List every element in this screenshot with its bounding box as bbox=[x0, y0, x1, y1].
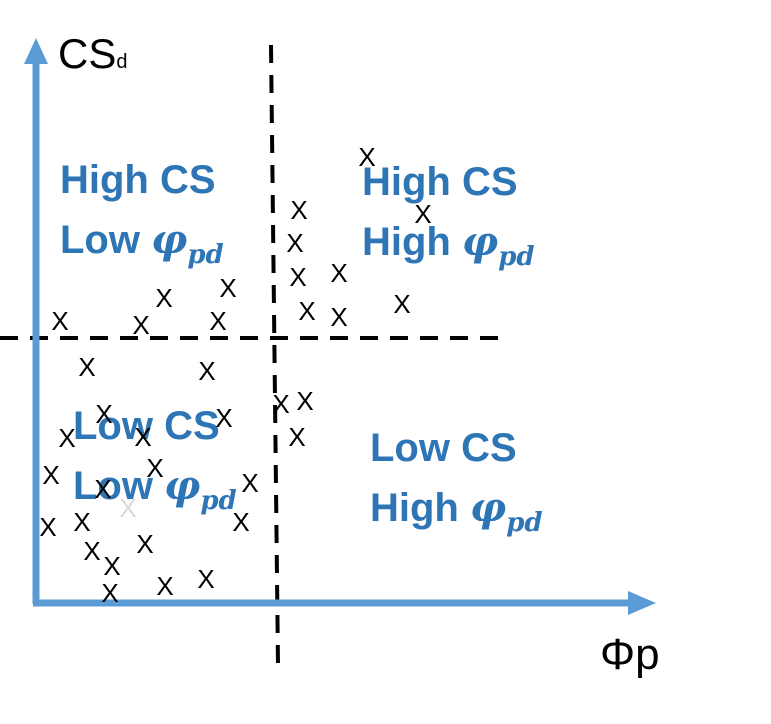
quadrant-top-right-line2: High φpd bbox=[362, 212, 535, 287]
x-marker: X bbox=[83, 536, 101, 566]
quadrant-bottom-right-line2: High φpd bbox=[370, 478, 543, 553]
x-marker: X bbox=[209, 306, 227, 336]
phi-subscript: pd bbox=[200, 486, 237, 516]
quadrant-bottom-left-line2: Low φpd bbox=[73, 456, 237, 531]
x-marker: X bbox=[78, 352, 96, 382]
x-marker: X bbox=[330, 302, 348, 332]
quadrant-bottom-right-label: Low CS High φpd bbox=[370, 418, 543, 553]
x-marker: X bbox=[39, 512, 57, 542]
x-marker: X bbox=[146, 453, 164, 483]
x-marker: X bbox=[289, 262, 307, 292]
x-marker: X bbox=[414, 199, 432, 229]
x-marker: X bbox=[219, 273, 237, 303]
x-marker: X bbox=[298, 296, 316, 326]
x-marker: X bbox=[286, 228, 304, 258]
x-marker: X bbox=[95, 399, 113, 429]
x-marker: X bbox=[358, 142, 376, 172]
x-marker: X bbox=[101, 578, 119, 608]
x-marker: X bbox=[198, 356, 216, 386]
y-axis-label: CSd bbox=[58, 30, 127, 78]
quadrant-bottom-right-line1: Low CS bbox=[370, 426, 517, 470]
quadrant-top-left-line1: High CS bbox=[60, 158, 216, 202]
x-marker: X bbox=[330, 258, 348, 288]
phi-symbol: φ bbox=[462, 218, 499, 265]
x-marker: X bbox=[272, 389, 290, 419]
x-marker: X bbox=[393, 289, 411, 319]
x-marker: X bbox=[119, 493, 137, 523]
x-marker: X bbox=[215, 403, 233, 433]
x-marker: X bbox=[132, 310, 150, 340]
y-axis-label-main: CS bbox=[58, 30, 117, 77]
x-marker: X bbox=[296, 386, 314, 416]
x-marker: X bbox=[197, 564, 215, 594]
quadrant-bottom-left-line1: Low CS bbox=[73, 404, 220, 448]
quadrant-top-left-label: High CS Low φpd bbox=[60, 150, 224, 285]
y-axis-arrowhead bbox=[24, 38, 48, 64]
x-marker: X bbox=[134, 422, 152, 452]
x-marker: X bbox=[241, 468, 259, 498]
x-marker: X bbox=[103, 551, 121, 581]
quadrant-bottom-left-label: Low CS Low φpd bbox=[73, 396, 237, 531]
y-axis-label-subscript: d bbox=[116, 51, 128, 73]
x-marker: X bbox=[290, 195, 308, 225]
quadrant-bottom-right-word: High bbox=[370, 486, 459, 530]
x-marker: X bbox=[232, 507, 250, 537]
x-axis-label: Φp bbox=[600, 630, 660, 679]
quadrant-top-right-line1: High CS bbox=[362, 160, 518, 204]
x-marker: X bbox=[73, 507, 91, 537]
quadrant-top-right-word: High bbox=[362, 220, 451, 264]
quadrant-bottom-left-word: Low bbox=[73, 464, 153, 508]
quadrant-top-left-line2: Low φpd bbox=[60, 210, 224, 285]
phi-symbol: φ bbox=[151, 216, 188, 263]
phi-symbol: φ bbox=[470, 484, 507, 531]
x-marker: X bbox=[136, 529, 154, 559]
vertical-divider bbox=[269, 44, 280, 666]
x-marker: X bbox=[155, 283, 173, 313]
x-marker: X bbox=[288, 422, 306, 452]
x-marker: X bbox=[156, 571, 174, 601]
phi-subscript: pd bbox=[498, 242, 535, 272]
x-marker: X bbox=[94, 474, 112, 504]
phi-subscript: pd bbox=[187, 240, 224, 270]
x-axis-arrowhead bbox=[628, 591, 656, 615]
x-marker: X bbox=[58, 423, 76, 453]
quadrant-top-right-label: High CS High φpd bbox=[362, 152, 535, 287]
phi-subscript: pd bbox=[506, 508, 543, 538]
phi-symbol: φ bbox=[164, 462, 201, 509]
x-marker: X bbox=[51, 306, 69, 336]
x-marker: X bbox=[42, 460, 60, 490]
quadrant-top-left-word: Low bbox=[60, 218, 140, 262]
